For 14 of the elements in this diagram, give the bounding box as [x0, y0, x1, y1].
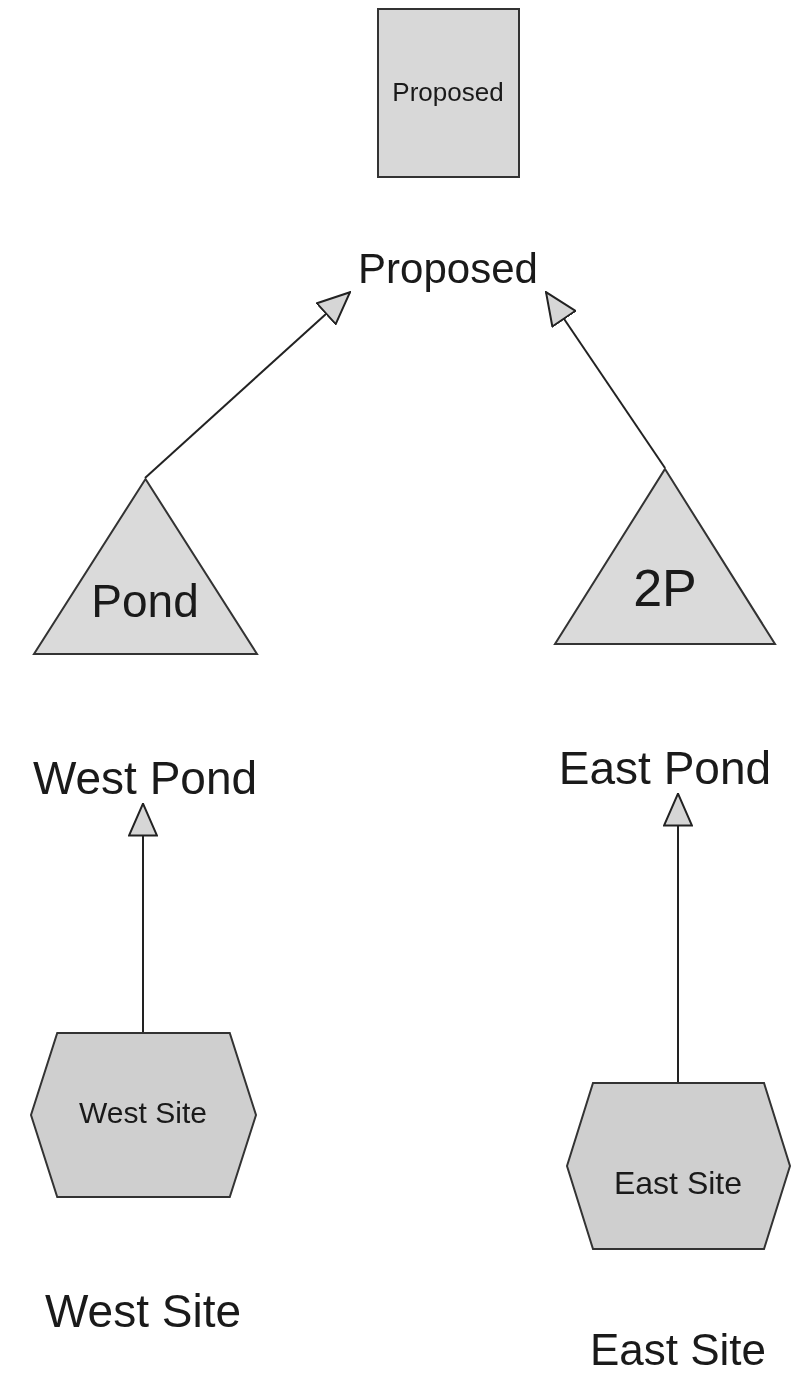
- node-label: East Site: [612, 1166, 744, 1202]
- node-label: East Site: [589, 1326, 767, 1375]
- arrow: [128, 802, 158, 1033]
- arrow: [144, 291, 351, 479]
- node-label: Pond: [90, 576, 200, 627]
- node-label: Proposed: [391, 78, 505, 107]
- node-label: 2P: [632, 560, 698, 618]
- node-label: East Pond: [558, 743, 772, 794]
- node-label: West Site: [78, 1096, 208, 1129]
- node-label: Proposed: [358, 246, 538, 293]
- node-label: West Pond: [32, 753, 258, 804]
- arrow: [545, 291, 666, 469]
- node-label: West Site: [45, 1286, 241, 1337]
- arrow: [663, 792, 693, 1083]
